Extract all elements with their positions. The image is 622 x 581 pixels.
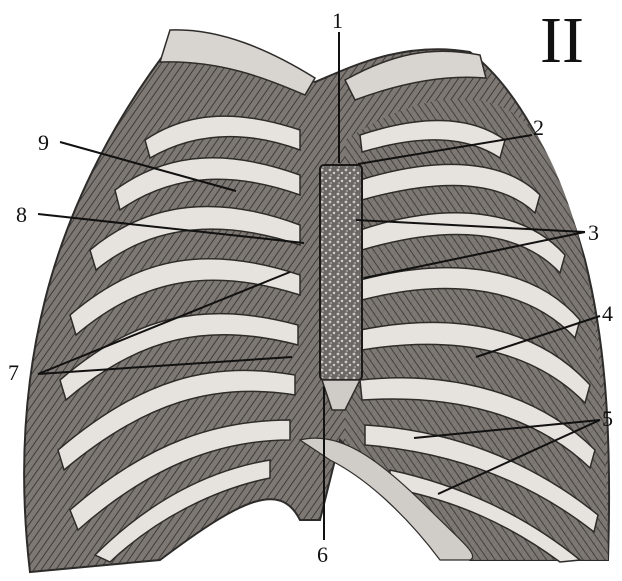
label-6: 6 <box>317 542 328 567</box>
panel-label: II <box>540 4 584 77</box>
label-2: 2 <box>533 115 544 140</box>
label-8: 8 <box>16 202 27 227</box>
label-1: 1 <box>332 8 343 33</box>
label-4: 4 <box>602 301 613 326</box>
sternum-section <box>320 165 362 380</box>
label-9: 9 <box>38 130 49 155</box>
rib-cage <box>24 30 609 572</box>
label-3: 3 <box>588 220 599 245</box>
label-7: 7 <box>8 360 19 385</box>
label-5: 5 <box>602 406 613 431</box>
